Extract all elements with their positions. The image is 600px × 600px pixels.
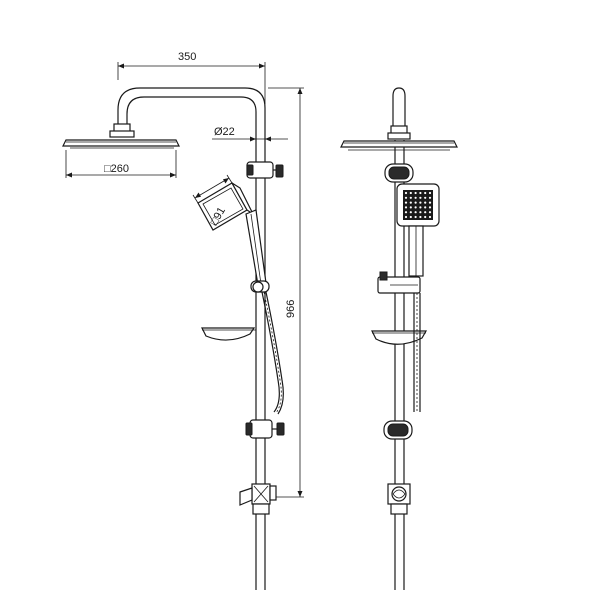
nozzle-dot	[404, 206, 408, 209]
nozzle-dot	[404, 191, 408, 195]
nozzle-dot	[419, 215, 422, 219]
pipe-diameter-label: Ø22	[214, 126, 235, 138]
side-soap-dish	[371, 330, 428, 345]
nozzle-dot	[428, 196, 432, 199]
nozzle-dot	[409, 211, 412, 214]
side-rain-shower-head	[340, 140, 458, 151]
side-arm-stub	[387, 87, 411, 140]
nozzle-dot	[424, 201, 427, 204]
nozzle-dot	[424, 196, 427, 199]
nozzle-dot	[419, 191, 422, 195]
diverter-valve	[239, 483, 277, 515]
nozzle-dot	[414, 215, 417, 219]
nozzle-dot	[424, 215, 427, 219]
side-lower-holder	[383, 420, 413, 440]
total-height-label: 966	[285, 300, 297, 318]
hand-shower-nozzles	[404, 191, 432, 219]
nozzle-dot	[424, 191, 427, 195]
head-size-label: □260	[104, 163, 129, 175]
nozzle-dot	[409, 215, 412, 219]
nozzle-dot	[428, 206, 432, 209]
dimension-total-height	[268, 87, 304, 498]
nozzle-dot	[428, 201, 432, 204]
nozzle-dot	[409, 201, 412, 204]
side-slide-holder	[377, 271, 421, 294]
overhead-arm	[117, 87, 266, 125]
nozzle-dot	[428, 191, 432, 195]
hand-shower	[197, 182, 267, 286]
nozzle-dot	[424, 211, 427, 214]
nozzle-dot	[404, 196, 408, 199]
nozzle-dot	[424, 206, 427, 209]
nozzle-dot	[404, 211, 408, 214]
shower-hose	[261, 291, 284, 415]
riser-pipe	[255, 120, 266, 590]
nozzle-dot	[419, 206, 422, 209]
side-diverter-valve	[387, 483, 411, 515]
rain-shower-head	[62, 139, 180, 149]
nozzle-dot	[409, 206, 412, 209]
nozzle-dot	[419, 201, 422, 204]
nozzle-dot	[414, 206, 417, 209]
arm-width-label: 350	[178, 51, 196, 63]
nozzle-dot	[419, 196, 422, 199]
nozzle-dot	[414, 196, 417, 199]
soap-dish	[201, 327, 256, 341]
nozzle-dot	[409, 191, 412, 195]
dimension-hand-shower	[192, 174, 233, 204]
nozzle-dot	[428, 211, 432, 214]
nozzle-dot	[414, 191, 417, 195]
dimension-head-size	[65, 150, 177, 178]
side-shower-hose	[413, 293, 421, 412]
upper-holder	[246, 161, 284, 179]
dimension-pipe-diameter	[212, 136, 288, 142]
nozzle-dot	[404, 201, 408, 204]
dimension-arm-width	[117, 62, 266, 104]
side-hand-shower	[396, 183, 440, 277]
head-connector	[109, 123, 135, 138]
side-upper-holder	[384, 163, 414, 183]
lower-holder	[245, 419, 285, 439]
nozzle-dot	[404, 215, 408, 219]
nozzle-dot	[414, 201, 417, 204]
nozzle-dot	[409, 196, 412, 199]
front-view: 350 Ø22 □260 966	[62, 51, 304, 590]
nozzle-dot	[428, 215, 432, 219]
hand-shower-holder	[250, 280, 270, 293]
nozzle-dot	[419, 211, 422, 214]
nozzle-dot	[414, 211, 417, 214]
side-view	[340, 87, 458, 590]
